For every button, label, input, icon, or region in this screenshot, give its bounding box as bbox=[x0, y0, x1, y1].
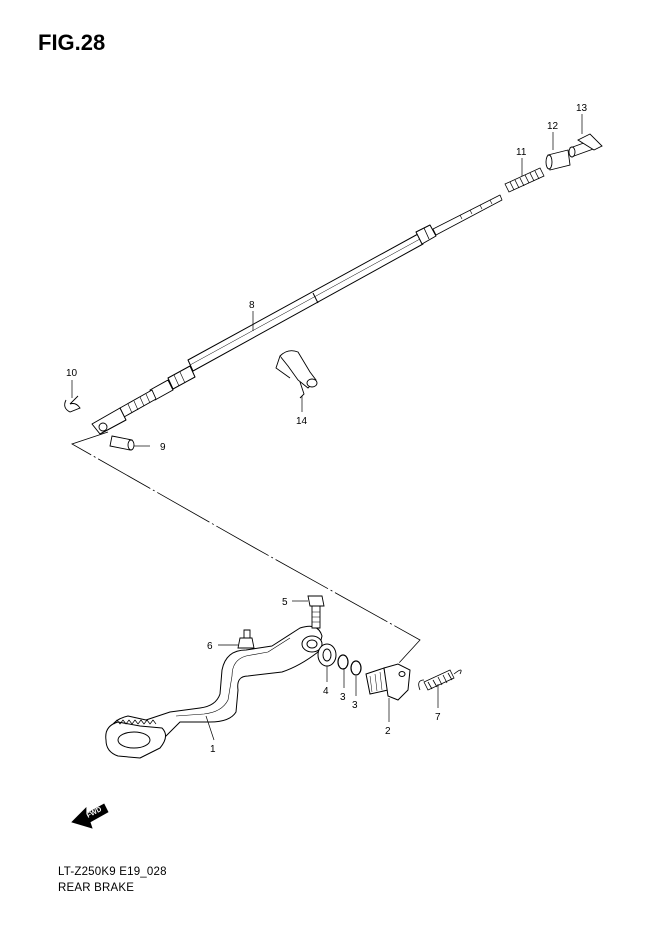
assembly-dashed-line bbox=[71, 431, 421, 665]
callout-1: 1 bbox=[210, 744, 216, 755]
clevis-pin bbox=[109, 435, 135, 451]
callout-5: 5 bbox=[282, 597, 288, 608]
callout-12: 12 bbox=[547, 121, 559, 132]
callout-13: 13 bbox=[576, 103, 588, 114]
cable-end-pin bbox=[568, 133, 603, 158]
callout-8: 8 bbox=[249, 300, 255, 311]
callout-2: 2 bbox=[385, 726, 391, 737]
callout-3a: 3 bbox=[340, 692, 346, 703]
cotter-clip bbox=[64, 395, 81, 413]
cable-joint bbox=[545, 149, 571, 171]
figure-title: FIG.28 bbox=[38, 30, 106, 55]
ring-b bbox=[350, 660, 362, 676]
brake-lever bbox=[365, 663, 411, 701]
brake-pedal bbox=[105, 625, 323, 759]
callout-10: 10 bbox=[66, 368, 78, 379]
callout-11: 11 bbox=[516, 147, 527, 158]
brake-cable bbox=[91, 194, 503, 435]
forward-arrow-icon: FWD bbox=[71, 803, 109, 829]
callout-14: 14 bbox=[296, 416, 308, 427]
callout-3b: 3 bbox=[352, 700, 358, 711]
callout-9: 9 bbox=[160, 442, 166, 453]
cable-clamp bbox=[275, 350, 318, 399]
pivot-bolt bbox=[307, 595, 325, 629]
model-code: LT-Z250K9 E19_028 bbox=[58, 866, 167, 878]
return-spring bbox=[418, 669, 462, 691]
callout-6: 6 bbox=[207, 641, 213, 652]
stopper-nut bbox=[237, 629, 255, 649]
callout-4: 4 bbox=[323, 686, 329, 697]
ring-a bbox=[337, 654, 349, 670]
cable-spring bbox=[504, 167, 545, 193]
section-name: REAR BRAKE bbox=[58, 882, 135, 894]
washer bbox=[317, 643, 337, 667]
callout-7: 7 bbox=[435, 712, 441, 723]
